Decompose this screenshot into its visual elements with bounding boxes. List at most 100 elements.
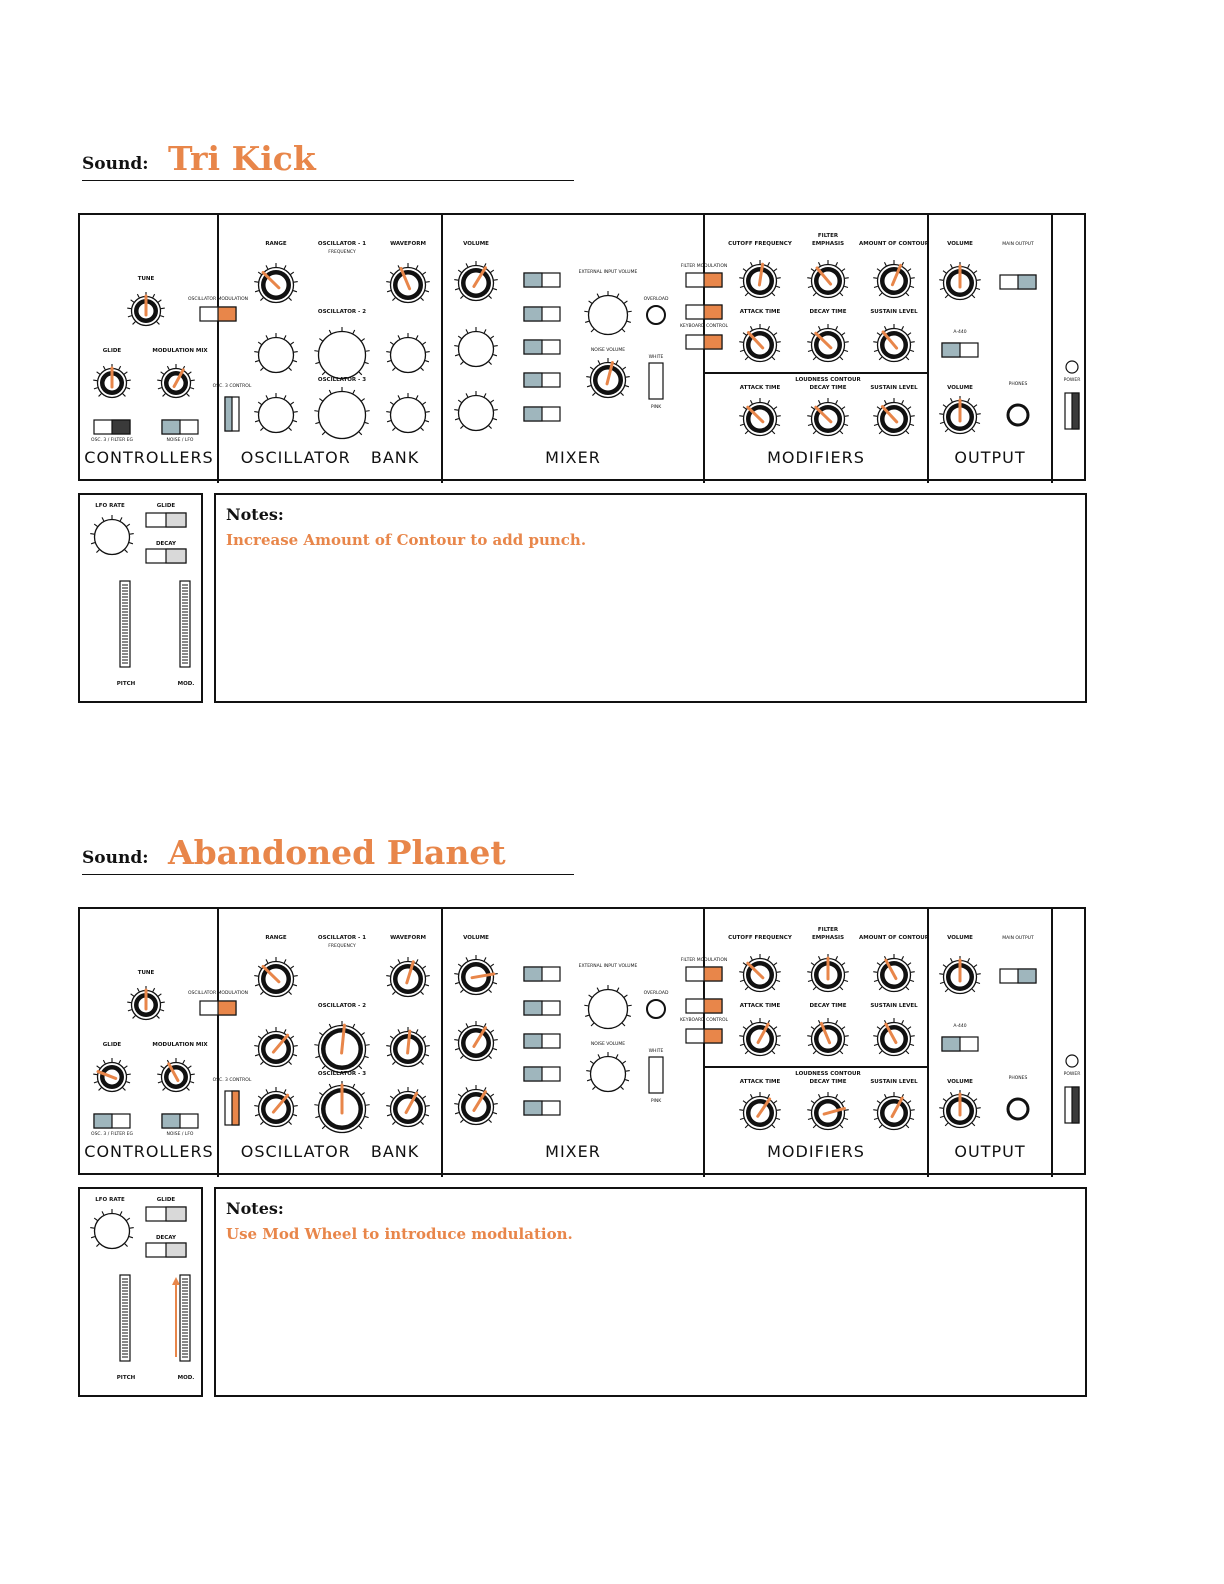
power-switch[interactable] <box>1064 392 1080 430</box>
knob-tick <box>186 1087 190 1091</box>
noise-volume-knob[interactable] <box>586 358 630 399</box>
a440-switch[interactable] <box>941 342 979 358</box>
keyboard-control-switch-1[interactable] <box>685 998 723 1014</box>
osc3-waveform-knob[interactable] <box>386 393 430 434</box>
knob-tick <box>812 430 817 435</box>
osc1-waveform-knob[interactable] <box>386 263 430 304</box>
osc3-waveform-knob[interactable] <box>386 1087 430 1128</box>
glide-switch[interactable] <box>145 512 187 528</box>
osc3-control-switch[interactable] <box>224 396 240 432</box>
loudness-sustain-knob[interactable] <box>873 1092 915 1131</box>
knob-pointer <box>757 262 765 287</box>
panel-label: PINK <box>651 404 662 410</box>
osc2-waveform-knob[interactable] <box>386 1027 430 1068</box>
tune-knob[interactable] <box>127 986 165 1021</box>
filter-decay-knob[interactable] <box>807 1018 849 1057</box>
mixer-switch-5[interactable] <box>523 1100 561 1116</box>
glide-knob[interactable] <box>93 1058 131 1093</box>
cutoff-frequency-knob[interactable] <box>739 954 781 993</box>
loudness-decay-knob[interactable] <box>807 398 849 437</box>
osc2-range-knob[interactable] <box>254 1027 298 1068</box>
osc2-range-knob[interactable] <box>254 333 298 374</box>
modulation-mix-knob[interactable] <box>157 364 195 399</box>
mixer-switch-5[interactable] <box>523 406 561 422</box>
mixer-switch-3[interactable] <box>523 339 561 355</box>
mixer-osc1-volume-knob[interactable] <box>454 261 498 302</box>
filter-attack-knob[interactable] <box>739 324 781 363</box>
decay-switch[interactable] <box>145 548 187 564</box>
mixer-switch-4[interactable] <box>523 372 561 388</box>
output-volume-knob[interactable] <box>939 956 981 995</box>
osc3-frequency-knob[interactable] <box>314 387 370 440</box>
mixer-osc3-volume-knob[interactable] <box>454 391 498 432</box>
knob-pointer <box>96 1070 118 1080</box>
knob-tick <box>254 420 260 423</box>
mixer-osc2-volume-knob[interactable] <box>454 327 498 368</box>
decay-switch[interactable] <box>145 1242 187 1258</box>
filter-sustain-knob[interactable] <box>873 1018 915 1057</box>
modulation-mix-knob[interactable] <box>157 1058 195 1093</box>
mixer-switch-4[interactable] <box>523 1066 561 1082</box>
loudness-attack-knob[interactable] <box>739 1092 781 1131</box>
osc3-control-switch[interactable] <box>224 1090 240 1126</box>
external-input-volume-knob[interactable] <box>584 291 632 336</box>
mixer-switch-1[interactable] <box>523 966 561 982</box>
osc2-waveform-knob[interactable] <box>386 333 430 374</box>
mixer-osc1-volume-knob[interactable] <box>454 955 498 996</box>
tune-knob[interactable] <box>127 292 165 327</box>
power-switch[interactable] <box>1064 1086 1080 1124</box>
loudness-decay-knob[interactable] <box>807 1092 849 1131</box>
lfo-rate-knob[interactable] <box>90 515 134 556</box>
filter-attack-knob[interactable] <box>739 1018 781 1057</box>
osc1-range-knob[interactable] <box>254 263 298 304</box>
loudness-attack-knob[interactable] <box>739 398 781 437</box>
amount-of-contour-knob[interactable] <box>873 954 915 993</box>
noise-lfo-switch[interactable] <box>161 1113 199 1129</box>
osc3-range-knob[interactable] <box>254 1087 298 1128</box>
main-output-switch[interactable] <box>999 274 1037 290</box>
knob-tick <box>873 349 879 353</box>
mixer-osc2-volume-knob[interactable] <box>454 1021 498 1062</box>
keyboard-control-switch-2[interactable] <box>685 1028 723 1044</box>
mixer-switch-1[interactable] <box>523 272 561 288</box>
loudness-sustain-knob[interactable] <box>873 398 915 437</box>
osc1-range-knob[interactable] <box>254 957 298 998</box>
keyboard-control-switch-2[interactable] <box>685 334 723 350</box>
osc3-filter-eg-switch[interactable] <box>93 1113 131 1129</box>
external-input-volume-knob[interactable] <box>584 985 632 1030</box>
noise-volume-knob[interactable] <box>586 1052 630 1093</box>
emphasis-knob[interactable] <box>807 954 849 993</box>
filter-modulation-switch[interactable] <box>685 272 723 288</box>
phones-volume-knob[interactable] <box>939 396 981 435</box>
mixer-switch-2[interactable] <box>523 1000 561 1016</box>
osc1-waveform-knob[interactable] <box>386 957 430 998</box>
a440-switch[interactable] <box>941 1036 979 1052</box>
glide-switch[interactable] <box>145 1206 187 1222</box>
lfo-rate-knob[interactable] <box>90 1209 134 1250</box>
oscillator-modulation-switch[interactable] <box>199 1000 237 1016</box>
mixer-switch-2[interactable] <box>523 306 561 322</box>
output-volume-knob[interactable] <box>939 262 981 301</box>
mixer-switch-3[interactable] <box>523 1033 561 1049</box>
osc3-frequency-knob[interactable] <box>314 1081 370 1134</box>
noise-lfo-switch[interactable] <box>161 419 199 435</box>
main-output-switch[interactable] <box>999 968 1037 984</box>
osc2-frequency-knob[interactable] <box>314 1021 370 1074</box>
cutoff-frequency-knob[interactable] <box>739 260 781 299</box>
panel-label: TUNE <box>138 276 155 282</box>
amount-of-contour-knob[interactable] <box>873 260 915 299</box>
emphasis-knob[interactable] <box>807 260 849 299</box>
mixer-osc3-volume-knob[interactable] <box>454 1085 498 1126</box>
keyboard-control-switch-1[interactable] <box>685 304 723 320</box>
osc2-frequency-knob[interactable] <box>314 327 370 380</box>
filter-sustain-knob[interactable] <box>873 324 915 363</box>
knob-tick <box>319 338 323 342</box>
oscillator-modulation-switch[interactable] <box>199 306 237 322</box>
knob-tick <box>492 354 498 357</box>
osc3-range-knob[interactable] <box>254 393 298 434</box>
osc3-filter-eg-switch[interactable] <box>93 419 131 435</box>
glide-knob[interactable] <box>93 364 131 399</box>
filter-modulation-switch[interactable] <box>685 966 723 982</box>
filter-decay-knob[interactable] <box>807 324 849 363</box>
phones-volume-knob[interactable] <box>939 1090 981 1129</box>
